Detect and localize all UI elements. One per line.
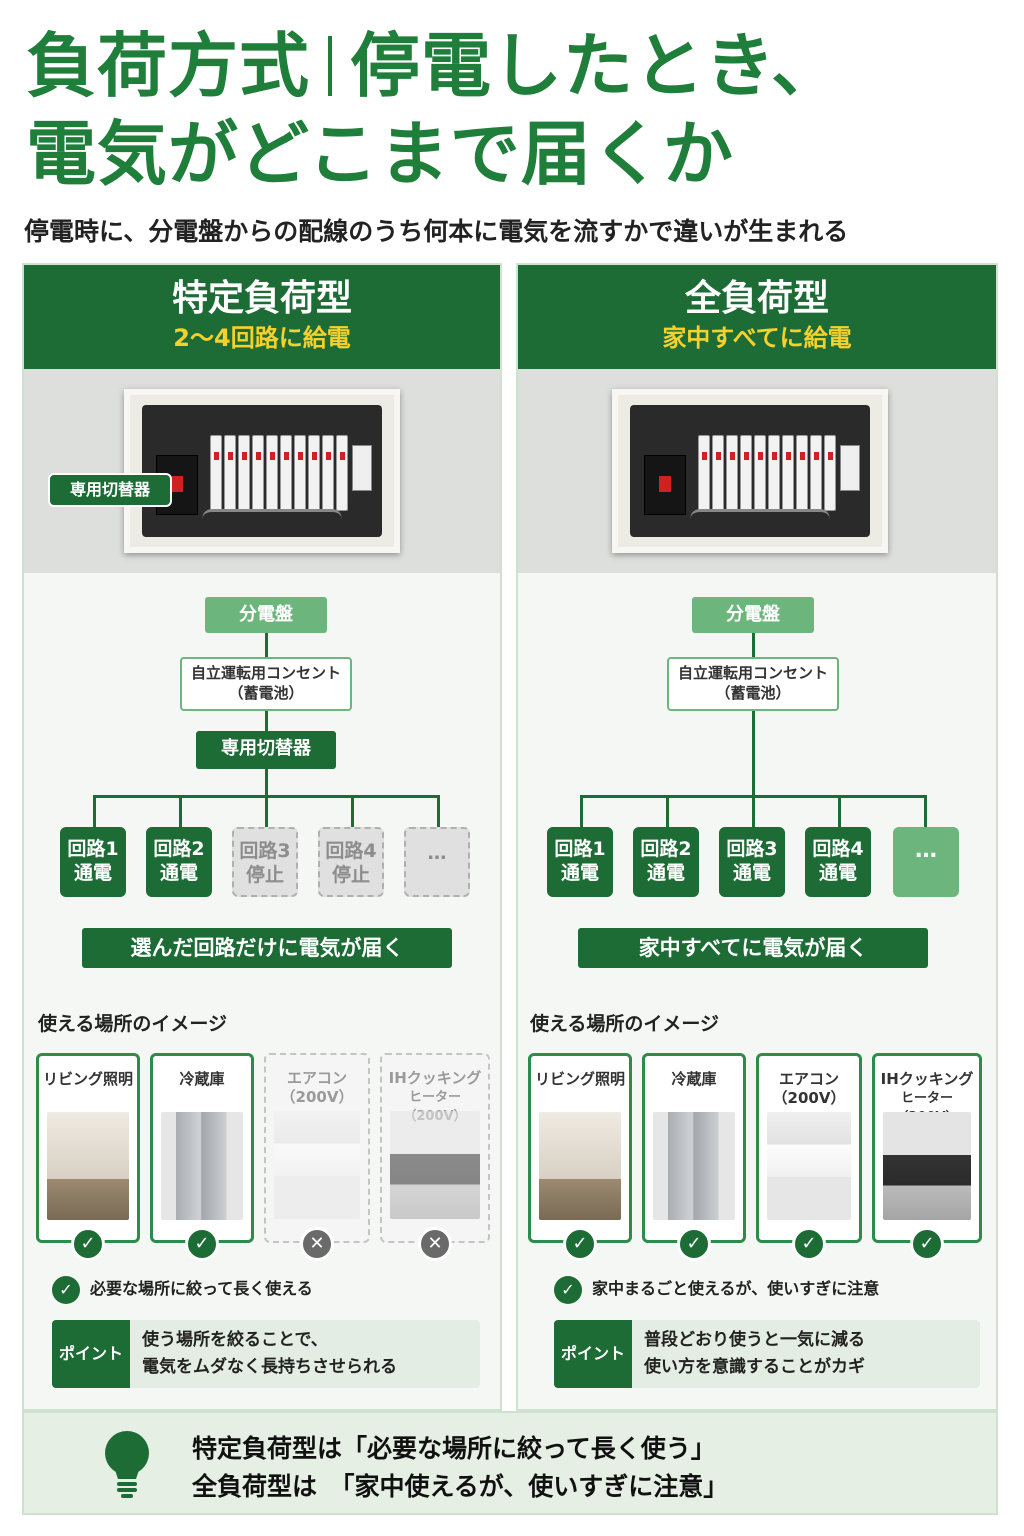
check-note-right: ✓家中まるごと使えるが、使いすぎに注意 <box>554 1275 879 1304</box>
usage-label-left: 使える場所のイメージ <box>38 1013 228 1035</box>
distribution-board-image <box>612 389 888 553</box>
column-header-right: 全負荷型 家中すべてに給電 <box>518 265 996 369</box>
subheading-right: 家中すべてに給電 <box>662 324 852 352</box>
flow-panel-right: 分電盤 <box>692 597 814 633</box>
aircon-image <box>767 1112 851 1220</box>
summary-footer: 特定負荷型は「必要な場所に絞って長く使う」 全負荷型は 「家中使えるが、使いすぎ… <box>22 1411 998 1515</box>
distribution-board-photo-left <box>24 369 500 573</box>
card-fridge-left: 冷蔵庫 <box>150 1053 254 1243</box>
flow-switch-left: 専用切替器 <box>196 731 336 769</box>
title-separator <box>328 36 332 96</box>
card-aircon-left: エアコン（200V） <box>264 1053 370 1243</box>
circuit-more-right: … <box>893 827 959 897</box>
check-icon: ✓ <box>677 1227 711 1261</box>
check-note-left: ✓必要な場所に絞って長く使える <box>52 1275 313 1304</box>
check-icon: ✓ <box>910 1227 944 1261</box>
card-aircon-right: エアコン（200V） <box>756 1053 862 1243</box>
check-icon: ✓ <box>71 1227 105 1261</box>
heading-right: 全負荷型 <box>684 278 829 319</box>
flow-outlet-left: 自立運転用コンセント （蓄電池） <box>180 657 352 711</box>
heading-left: 特定負荷型 <box>171 278 352 319</box>
ih-heater-image <box>883 1112 971 1220</box>
summary-line2: 全負荷型は 「家中使えるが、使いすぎに注意」 <box>192 1472 729 1501</box>
cross-icon: ✕ <box>418 1227 452 1261</box>
usage-label-right: 使える場所のイメージ <box>530 1013 720 1035</box>
title-line2: 電気がどこまで届くか <box>26 113 734 195</box>
card-living-light-left: リビング照明 <box>36 1053 140 1243</box>
title-part2: 停電したとき、 <box>350 25 843 107</box>
aircon-image <box>274 1111 360 1219</box>
check-icon: ✓ <box>563 1227 597 1261</box>
fridge-image <box>653 1112 735 1220</box>
lightbulb-icon <box>105 1431 149 1498</box>
check-circle-icon: ✓ <box>52 1275 80 1304</box>
point-label: ポイント <box>52 1320 130 1388</box>
living-room-image <box>539 1112 621 1220</box>
distribution-board-photo-right <box>518 369 996 573</box>
point-box-right: ポイント 普段どおり使うと一気に減る使い方を意識することがカギ <box>554 1320 980 1388</box>
point-label: ポイント <box>554 1320 632 1388</box>
check-circle-icon: ✓ <box>554 1275 582 1304</box>
circuit-more-left: … <box>404 827 470 897</box>
switch-tag: 専用切替器 <box>48 473 172 507</box>
living-room-image <box>47 1112 129 1220</box>
flow-outlet-right: 自立運転用コンセント （蓄電池） <box>667 657 839 711</box>
summary-line1: 特定負荷型は「必要な場所に絞って長く使う」 <box>192 1434 716 1463</box>
column-specific-load: 特定負荷型 2〜4回路に給電 専用切替器 分電盤 自立運転用コンセント （蓄電池… <box>22 263 502 1411</box>
distribution-board-image <box>124 389 400 553</box>
switch-unit <box>644 455 686 515</box>
subheading-left: 2〜4回路に給電 <box>173 324 351 352</box>
page-title: 負荷方式停電したとき、 電気がどこまで届くか <box>26 22 842 198</box>
title-part1: 負荷方式 <box>26 25 310 107</box>
result-bar-left: 選んだ回路だけに電気が届く <box>82 928 452 968</box>
result-bar-right: 家中すべてに電気が届く <box>578 928 928 968</box>
page-subtitle: 停電時に、分電盤からの配線のうち何本に電気を流すかで違いが生まれる <box>24 217 849 246</box>
column-header-left: 特定負荷型 2〜4回路に給電 <box>24 265 500 369</box>
ih-heater-image <box>390 1111 480 1219</box>
fridge-image <box>161 1112 243 1220</box>
card-fridge-right: 冷蔵庫 <box>642 1053 746 1243</box>
cross-icon: ✕ <box>300 1227 334 1261</box>
flow-panel-left: 分電盤 <box>205 597 327 633</box>
check-icon: ✓ <box>185 1227 219 1261</box>
point-box-left: ポイント 使う場所を絞ることで、電気をムダなく長持ちさせられる <box>52 1320 480 1388</box>
card-living-light-right: リビング照明 <box>528 1053 632 1243</box>
check-icon: ✓ <box>792 1227 826 1261</box>
